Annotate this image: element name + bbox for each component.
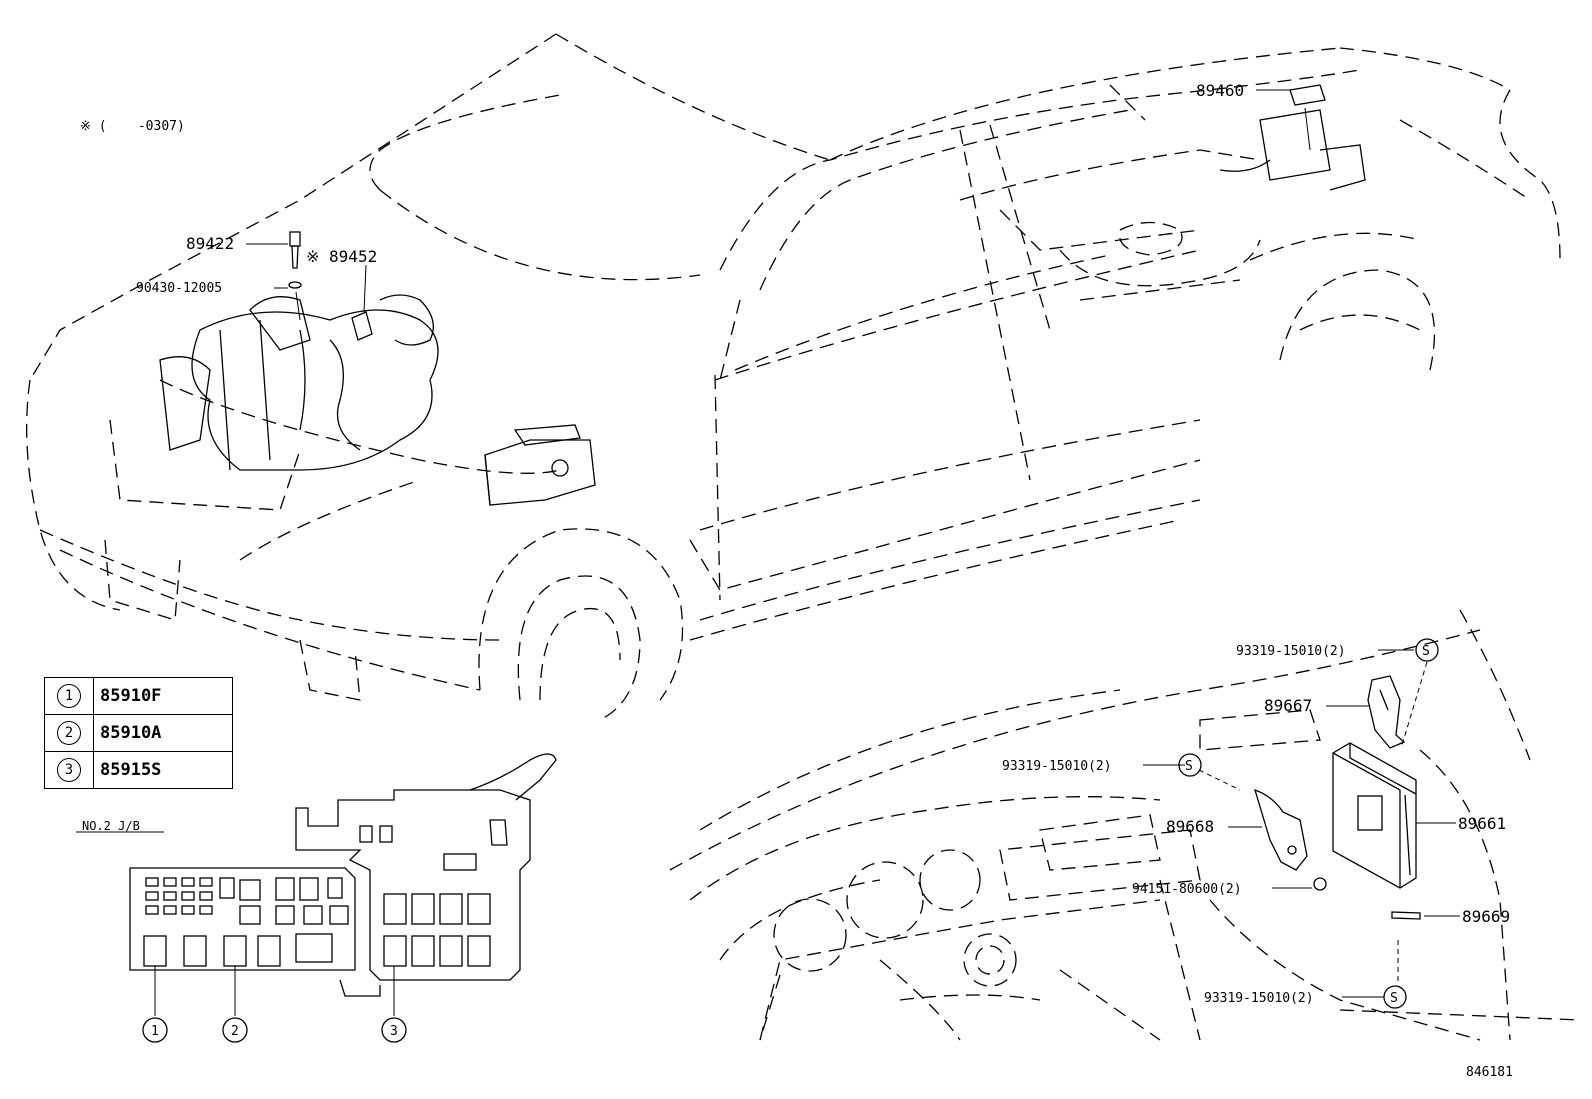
legend-table: 1 85910F 2 85910A 3 85915S — [44, 677, 233, 789]
label-89669: 89669 — [1462, 907, 1510, 926]
legend-row: 1 85910F — [44, 677, 233, 715]
label-89422: 89422 — [186, 234, 234, 253]
label-93319-15010-mid: 93319-15010(2) — [1002, 759, 1112, 774]
label-89452: ※ 89452 — [306, 247, 377, 266]
jb-marker-1: 1 — [151, 1024, 159, 1039]
jb-marker-2: 2 — [231, 1024, 239, 1039]
legend-key-2: 2 — [57, 721, 81, 745]
junction-block — [76, 753, 557, 1043]
legend-row: 2 85910A — [44, 714, 233, 752]
ecu-parts — [1178, 638, 1439, 1009]
dashboard-outline — [669, 609, 1581, 1041]
leader-lines — [246, 89, 1460, 998]
screw-symbol-mid: S — [1185, 759, 1193, 774]
sensor-parts — [288, 231, 373, 341]
screw-symbol-top: S — [1422, 644, 1430, 659]
label-94151-80600: 94151-80600(2) — [1132, 882, 1242, 897]
label-89668: 89668 — [1166, 817, 1214, 836]
label-93319-15010-bottom: 93319-15010(2) — [1204, 991, 1314, 1006]
engine-ecu-box — [484, 424, 596, 506]
label-90430-12005: 90430-12005 — [136, 281, 222, 296]
legend-part-2: 85910A — [93, 714, 233, 752]
junction-block-label: NO.2 J/B — [82, 819, 140, 833]
legend-part-3: 85915S — [93, 751, 233, 789]
legend-key-1: 1 — [57, 684, 81, 708]
screw-symbol-bottom: S — [1390, 991, 1398, 1006]
label-89667: 89667 — [1264, 696, 1312, 715]
label-89460: 89460 — [1196, 81, 1244, 100]
label-93319-15010-top: 93319-15010(2) — [1236, 644, 1346, 659]
engine-sketch — [159, 294, 439, 471]
legend-part-1: 85910F — [93, 677, 233, 715]
applicability-note: ※ ( -0307) — [80, 119, 185, 134]
jb-marker-3: 3 — [390, 1024, 398, 1039]
jb-relays-right — [383, 893, 491, 967]
fuel-module-sketch — [1219, 84, 1366, 191]
diagram-number: 846181 — [1466, 1065, 1513, 1080]
car-body-outline — [26, 33, 1561, 721]
jb-fuses-left — [145, 877, 349, 963]
label-89661: 89661 — [1458, 814, 1506, 833]
legend-row: 3 85915S — [44, 751, 233, 789]
legend-key-3: 3 — [57, 758, 81, 782]
